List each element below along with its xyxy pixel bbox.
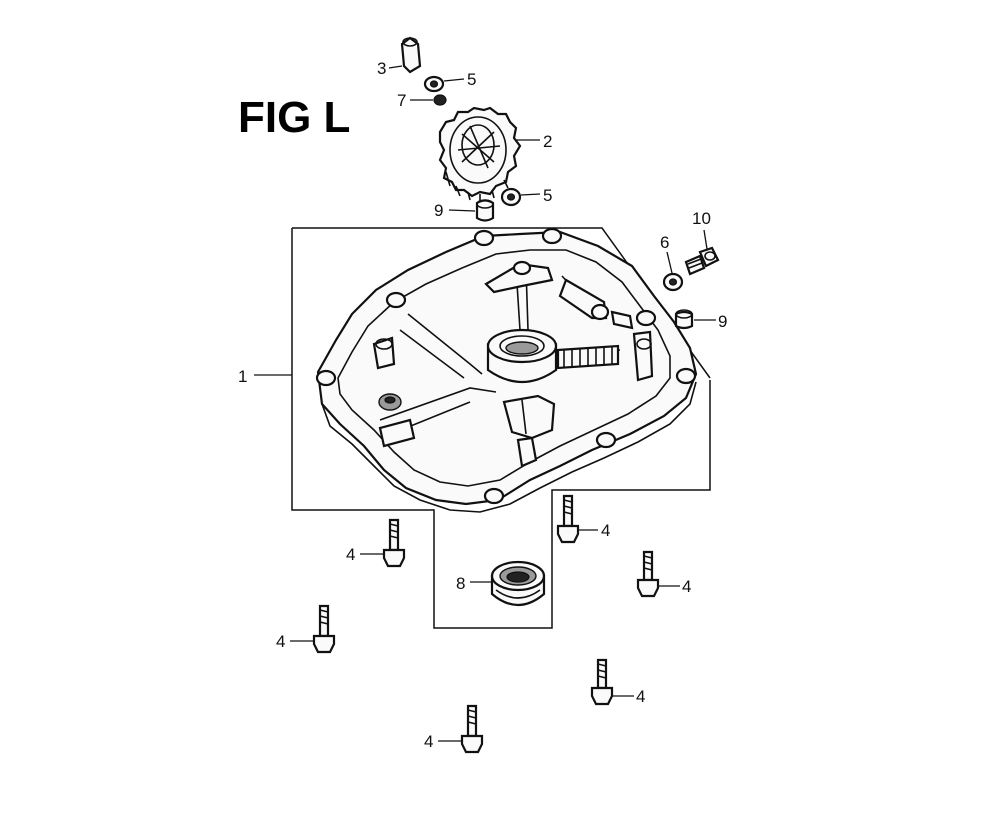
callout-4b: 4: [601, 521, 610, 540]
part-9-dowel-right: [674, 309, 694, 330]
part-8-oil-seal: [490, 560, 546, 607]
part-10-bolt: [684, 246, 720, 276]
leader-9-upper: [448, 209, 476, 212]
bracket-assembly-1: [291, 228, 711, 629]
part-4-bolt-f: [460, 704, 484, 754]
part-4-bolt-a: [382, 518, 406, 568]
callout-4c: 4: [682, 577, 691, 596]
callout-5-upper: 5: [467, 70, 476, 89]
leader-5-lower: [520, 193, 541, 196]
part-1-oil-pan: [315, 227, 698, 513]
callout-4a: 4: [346, 545, 355, 564]
figure-title: FIG L: [238, 93, 350, 142]
part-4-bolt-c: [636, 550, 660, 598]
part-5-washer-upper: [423, 75, 445, 93]
part-6-washer: [662, 272, 684, 292]
callout-10: 10: [692, 209, 711, 228]
part-4-bolt-b: [556, 494, 580, 544]
callout-4e: 4: [636, 687, 645, 706]
leader-10: [703, 229, 708, 250]
callout-9-upper: 9: [434, 201, 443, 220]
part-5-washer-lower: [500, 187, 522, 207]
callout-4f: 4: [424, 732, 433, 751]
part-9-dowel-upper: [475, 199, 495, 222]
part-4-bolt-d: [312, 604, 336, 654]
part-2-gear: [438, 106, 522, 202]
callout-6: 6: [660, 233, 669, 252]
leader-5-upper: [443, 78, 465, 82]
callout-2: 2: [543, 132, 552, 151]
callout-5-lower: 5: [543, 186, 552, 205]
part-7-clip: [433, 94, 447, 106]
leader-6: [666, 251, 673, 274]
part-3-pin: [400, 36, 422, 74]
leader-3: [388, 65, 403, 69]
callout-9-right: 9: [718, 312, 727, 331]
callout-3: 3: [377, 59, 386, 78]
callout-4d: 4: [276, 632, 285, 651]
part-4-bolt-e: [590, 658, 614, 706]
callout-7: 7: [397, 91, 406, 110]
callout-8: 8: [456, 574, 465, 593]
callout-1: 1: [238, 367, 247, 386]
